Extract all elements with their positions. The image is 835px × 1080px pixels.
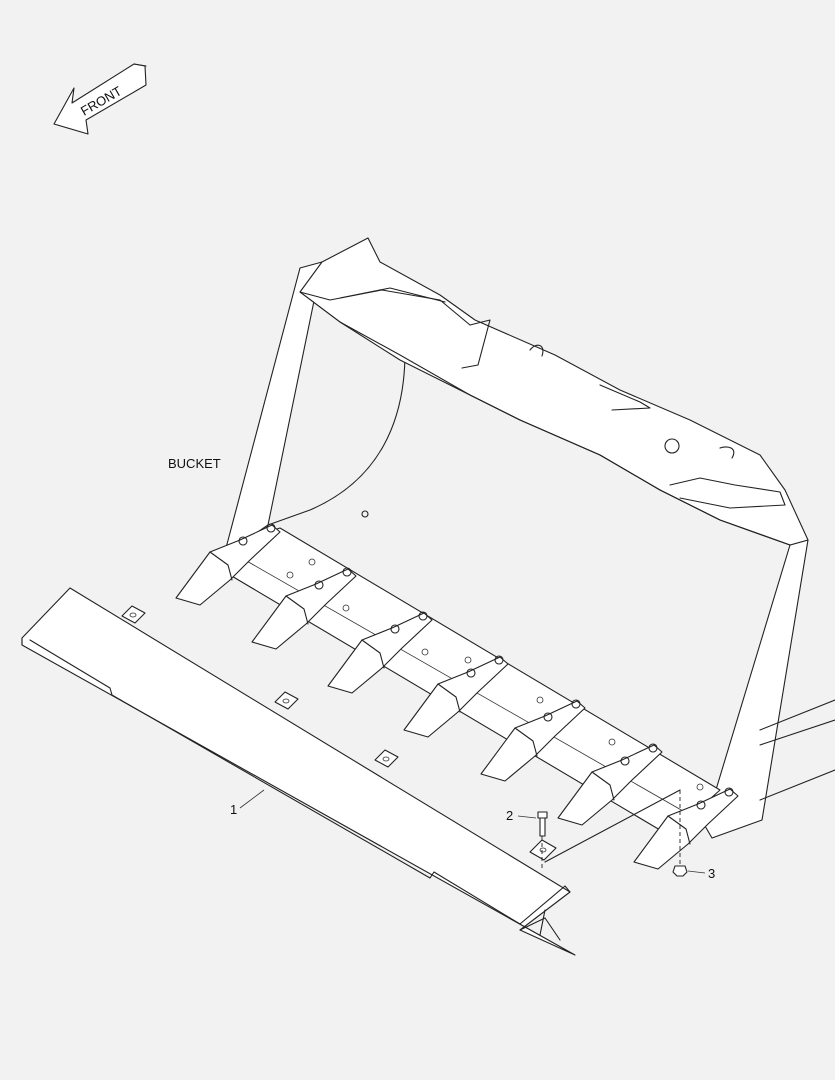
callout-2: 2 [506,808,537,823]
tooth [557,743,663,826]
bucket-body [225,237,835,839]
edge-guard-part-1 [21,587,576,956]
callout-1-number: 1 [230,802,237,817]
front-arrow-icon: FRONT [53,63,147,135]
callout-3-number: 3 [708,866,715,881]
tooth [633,787,739,870]
callout-3: 3 [687,866,715,881]
bucket-teeth [175,523,739,870]
bucket-label: BUCKET [168,456,221,471]
tooth [480,699,586,782]
callout-1: 1 [230,789,265,817]
tooth [175,523,281,606]
callout-2-number: 2 [506,808,513,823]
bolt-part-2 [537,811,548,868]
tooth [327,611,433,694]
tooth [251,567,357,650]
tooth [403,655,509,738]
nut-part-3 [672,790,688,877]
